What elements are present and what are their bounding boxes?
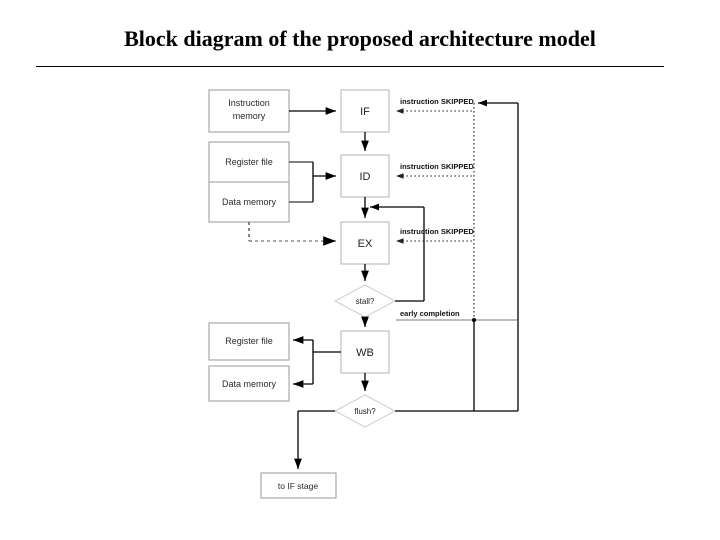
stage-if-label: IF (360, 106, 370, 118)
edge-label-skipped-if: instruction SKIPPED (400, 97, 474, 106)
stage-ex-label: EX (358, 238, 373, 250)
decision-stall-label: stall? (356, 297, 375, 306)
data-memory-bottom-label: Data memory (222, 379, 277, 389)
stage-wb-box (340, 330, 390, 374)
data-memory-top-label: Data memory (222, 197, 277, 207)
register-file-top-label: Register file (225, 157, 273, 167)
data-memory-top-box (208, 181, 290, 223)
register-file-bottom-box (208, 322, 290, 361)
edge-label-early-completion: early completion (400, 309, 460, 318)
to-if-stage-label: to IF stage (278, 481, 318, 491)
edge-label-skipped-id: instruction SKIPPED (400, 162, 474, 171)
decision-flush-diamond (333, 394, 397, 428)
data-memory-bottom-box (208, 365, 290, 402)
stage-id-label: ID (360, 171, 371, 183)
page-title: Block diagram of the proposed architectu… (124, 26, 596, 51)
title-underline (36, 66, 664, 67)
instruction-memory-label-line2: memory (233, 111, 266, 121)
edge-label-skipped-ex: instruction SKIPPED (400, 227, 474, 236)
stage-ex-box (340, 221, 390, 265)
stage-wb-label: WB (356, 347, 374, 359)
instruction-memory-box (208, 89, 290, 133)
register-file-bottom-label: Register file (225, 336, 273, 346)
to-if-stage-box (260, 472, 337, 499)
instruction-memory-label-line1: Instruction (228, 98, 270, 108)
decision-flush-label: flush? (354, 407, 376, 416)
